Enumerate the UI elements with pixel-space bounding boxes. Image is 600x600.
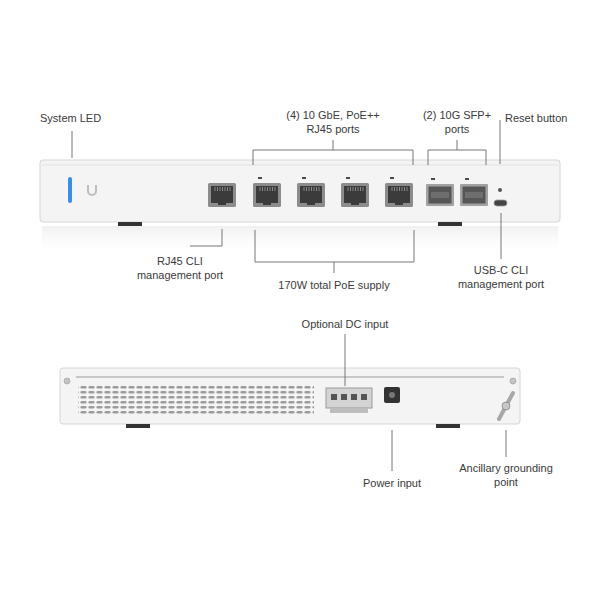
logo bbox=[88, 185, 96, 195]
sfp-port bbox=[460, 184, 488, 206]
rj45-port bbox=[297, 183, 325, 207]
console-port bbox=[208, 183, 236, 207]
foot bbox=[438, 222, 462, 226]
chassis-edge bbox=[76, 377, 504, 378]
callout-label: Power input bbox=[342, 476, 442, 490]
power-jack bbox=[384, 387, 400, 403]
port-leds bbox=[258, 177, 469, 180]
callout-label: (4) 10 GbE, PoE++ RJ45 ports bbox=[277, 108, 389, 136]
back-view bbox=[60, 368, 520, 428]
callout-label: (2) 10G SFP+ ports bbox=[416, 108, 498, 136]
leader-lines bbox=[345, 334, 506, 471]
screw bbox=[64, 378, 70, 384]
screw bbox=[510, 378, 516, 384]
foot bbox=[118, 222, 142, 226]
callout-label: USB-C CLI management port bbox=[452, 263, 550, 291]
system-led bbox=[68, 177, 72, 203]
rj45-port bbox=[253, 183, 281, 207]
reset-hole bbox=[498, 188, 502, 192]
terminal-tab bbox=[330, 408, 368, 413]
rj45-port bbox=[341, 183, 369, 207]
chassis bbox=[40, 160, 560, 222]
callout-label: Reset button bbox=[505, 111, 593, 125]
callout-label: Ancillary grounding point bbox=[450, 461, 562, 489]
ground-lug bbox=[499, 393, 513, 419]
power-jack-pin bbox=[389, 392, 395, 398]
foot bbox=[436, 424, 460, 428]
callout-label: Optional DC input bbox=[280, 317, 410, 331]
terminal-holes bbox=[331, 394, 367, 400]
foot bbox=[126, 424, 150, 428]
sfp-port bbox=[426, 184, 454, 206]
front-view bbox=[40, 160, 560, 256]
chassis bbox=[60, 368, 520, 424]
chassis-edge bbox=[42, 165, 558, 166]
dc-terminal bbox=[326, 388, 372, 408]
reflection bbox=[42, 226, 558, 256]
leader-lines bbox=[72, 120, 501, 273]
vents bbox=[78, 386, 314, 416]
ground-screw bbox=[502, 402, 510, 410]
usb-c-port bbox=[494, 200, 507, 206]
callout-label: RJ45 CLI management port bbox=[131, 254, 229, 282]
rj45-port bbox=[385, 183, 413, 207]
callout-label: System LED bbox=[40, 111, 130, 125]
callout-label: 170W total PoE supply bbox=[259, 278, 409, 292]
